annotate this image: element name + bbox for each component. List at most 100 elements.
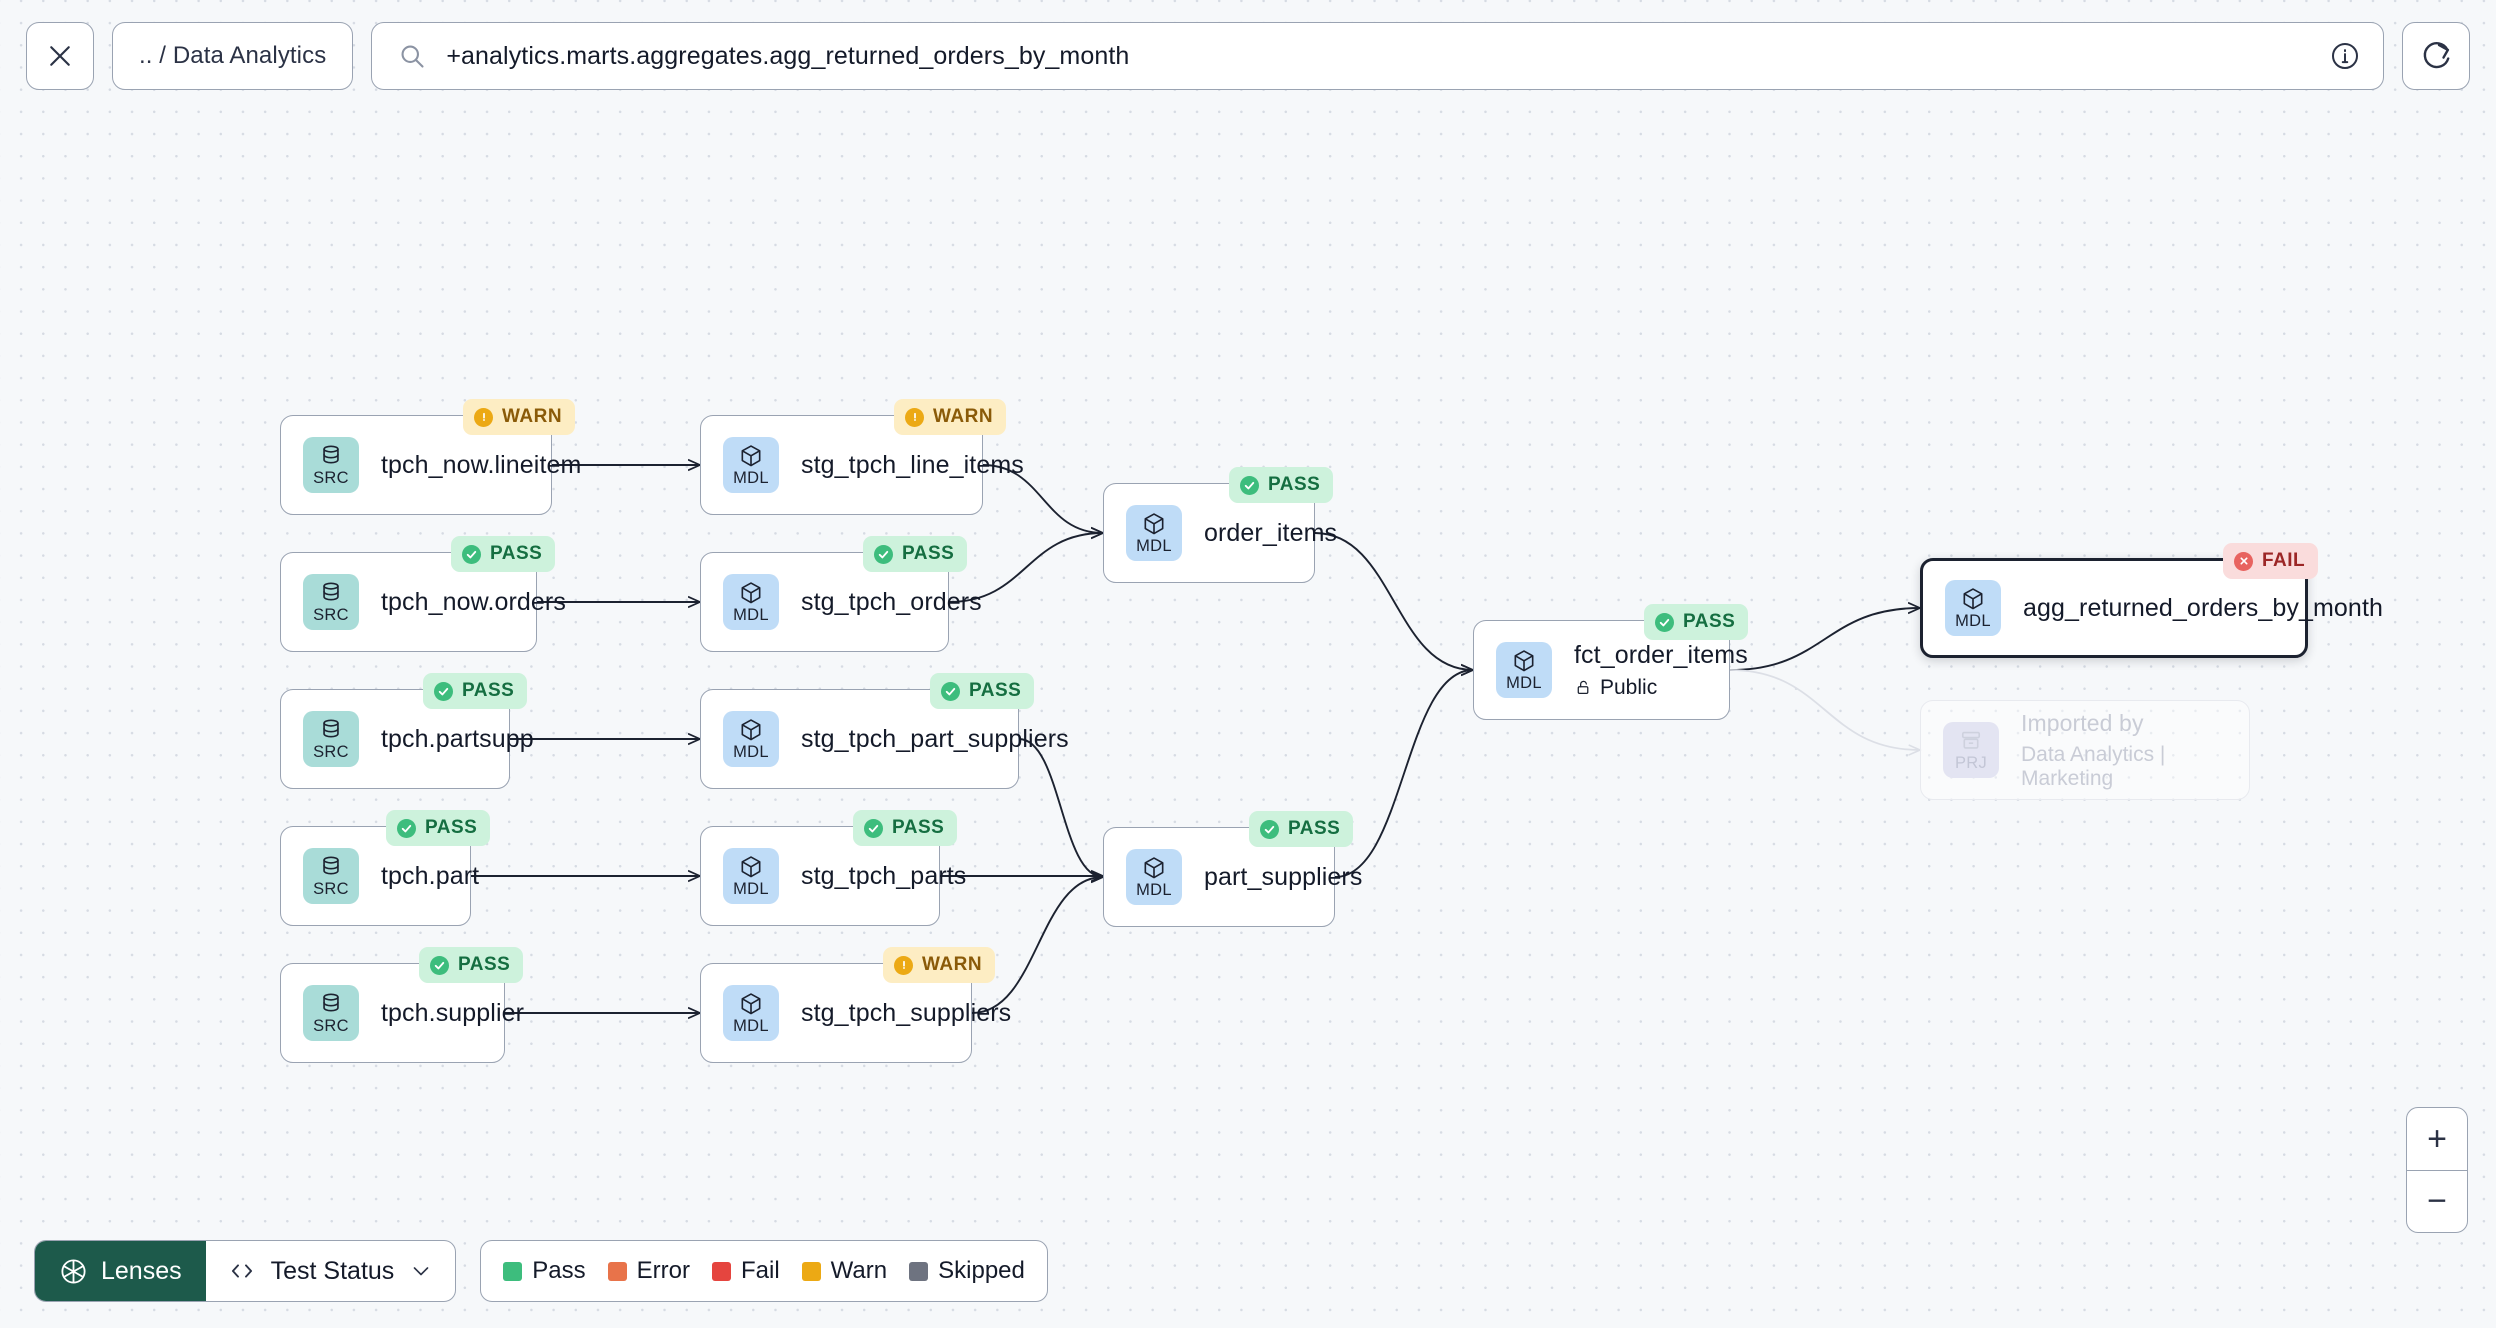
node-text: tpch.part [381,862,479,891]
close-icon [50,46,70,66]
graph-node-order_items[interactable]: MDL order_items PASS [1103,467,1337,583]
node-title: tpch_now.orders [381,587,566,616]
legend-item-skipped[interactable]: Skipped [909,1257,1025,1285]
node-type-label: SRC [313,1017,349,1036]
node-title: tpch.partsupp [381,724,534,753]
status-dot [462,544,481,564]
node-type-label: MDL [1955,612,1991,631]
code-icon [231,1264,252,1278]
node-title: part_suppliers [1204,862,1363,891]
search-input[interactable]: +analytics.marts.aggregates.agg_returned… [446,41,1130,70]
node-text: order_items [1204,519,1337,548]
node-type-badge: MDL [723,711,779,767]
node-text: tpch_now.orders [381,588,566,617]
node-title: agg_returned_orders_by_month [2023,593,2383,622]
search-bar[interactable]: +analytics.marts.aggregates.agg_returned… [371,22,2384,90]
exclamation-icon [482,412,485,421]
info-icon[interactable] [2329,40,2361,72]
zoom-out-button[interactable]: − [2407,1170,2467,1232]
status-dot [1260,819,1279,839]
node-title: Imported by [2021,709,2144,736]
status-badge: WARN [463,399,576,435]
exclamation-icon [902,960,905,969]
node-subtitle-label: Data Analytics | Marketing [2021,742,2166,790]
check-icon [1244,481,1255,489]
legend-swatch [909,1261,929,1281]
cube-icon [741,993,761,1015]
edge-part_suppliers-to-fct_order_items [1334,670,1473,878]
test-status-dropdown[interactable]: Test Status [206,1241,456,1301]
bottom-toolbar: Lenses Test Status Pass Error Fail Warn Skip… [34,1240,1048,1302]
exclamation-icon [913,412,916,421]
status-dot [434,681,453,701]
refresh-button[interactable] [2402,22,2470,90]
database-icon [323,719,339,738]
node-text: stg_tpch_parts [801,862,966,891]
check-icon [438,687,449,695]
status-label: WARN [502,406,563,427]
node-type-badge: SRC [303,985,359,1041]
node-type-badge: MDL [723,574,779,630]
status-badge: WARN [894,399,1007,435]
node-type-badge: SRC [303,848,359,904]
edges [471,465,1920,1013]
status-label: PASS [425,817,478,838]
node-type-label: PRJ [1954,754,1988,773]
node-type-badge: MDL [1126,505,1182,561]
node-type-badge: SRC [303,437,359,493]
node-type-badge: MDL [723,985,779,1041]
refresh-icon [2423,42,2450,69]
node-title: stg_tpch_part_suppliers [801,724,1069,753]
node-type-label: MDL [733,743,769,762]
graph-node-tpch_part[interactable]: SRC tpch.part PASS [280,810,491,926]
search-icon [401,45,424,68]
legend-item-fail[interactable]: Fail [712,1257,780,1285]
node-type-badge: MDL [723,848,779,904]
legend-label: Pass [532,1257,586,1284]
legend-item-pass[interactable]: Pass [503,1257,586,1285]
node-type-badge: MDL [723,437,779,493]
x-icon [2239,557,2248,565]
node-type-label: MDL [1136,881,1172,900]
node-text: agg_returned_orders_by_month [2023,594,2383,623]
edge-fct_order_items-to-agg_returned_orders_by_month [1729,608,1920,671]
check-icon [1659,618,1670,626]
legend-item-error[interactable]: Error [607,1257,690,1285]
node-title: stg_tpch_parts [801,861,967,890]
zoom-in-button[interactable]: + [2427,1119,2447,1158]
status-badge: PASS [1229,467,1334,503]
node-type-label: MDL [1506,674,1542,693]
status-dot [864,818,883,838]
lenses-button[interactable]: Lenses [35,1241,206,1301]
node-title: fct_order_items [1574,640,1748,669]
node-type-label: SRC [313,469,349,488]
check-icon [434,961,445,969]
legend-item-warn[interactable]: Warn [801,1257,887,1285]
close-button[interactable] [26,22,94,90]
status-badge: WARN [883,947,996,983]
breadcrumb[interactable]: .. / Data Analytics [112,22,354,90]
legend-label: Skipped [938,1257,1025,1284]
check-icon [466,550,477,558]
legend-swatch [607,1261,627,1281]
lens-group: Lenses Test Status [34,1240,457,1302]
legend-label: Error [636,1257,690,1284]
node-title: tpch.part [381,861,480,890]
status-dot [474,407,493,427]
ghost-edge [1729,669,1920,750]
